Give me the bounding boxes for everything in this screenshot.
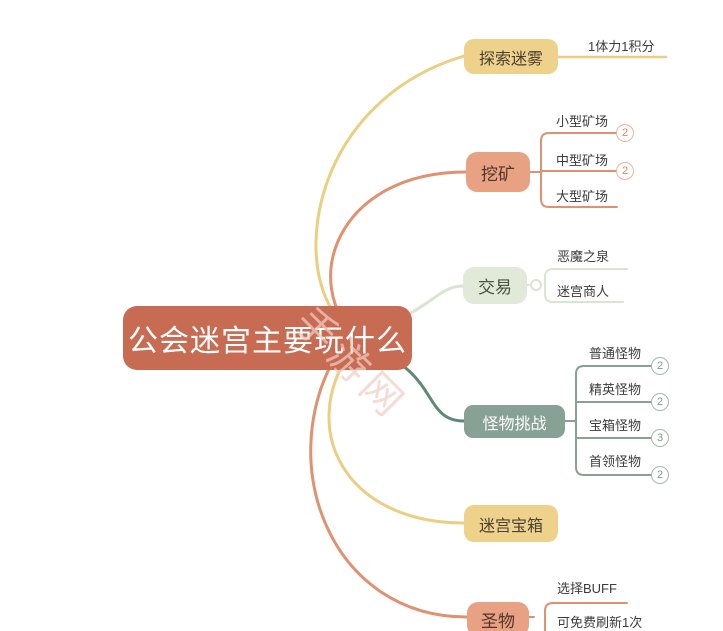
child-monster-1[interactable]: 精英怪物 [589,382,642,397]
branch-explore[interactable]: 探索迷雾 [464,39,558,74]
child-relic-1[interactable]: 可免费刷新1次 [557,615,643,630]
child-relic-0[interactable]: 选择BUFF [557,581,617,596]
child-mining-0[interactable]: 小型矿场 [556,114,609,129]
branch-trade[interactable]: 交易 [463,267,527,304]
child-trade-0[interactable]: 恶魔之泉 [557,249,610,264]
branch-relic[interactable]: 圣物 [467,602,529,631]
child-monster-0[interactable]: 普通怪物 [589,346,642,361]
count-badge-monster-1[interactable]: 2 [651,393,669,411]
count-badge-mining-1[interactable]: 2 [616,162,634,180]
branch-monster[interactable]: 怪物挑战 [464,405,565,438]
count-badge-monster-0[interactable]: 2 [651,357,669,375]
child-monster-3[interactable]: 首领怪物 [589,454,642,469]
count-badge-monster-2[interactable]: 3 [651,429,669,447]
relic-child-connector [528,602,628,631]
child-trade-1[interactable]: 迷宫商人 [557,284,610,299]
child-mining-2[interactable]: 大型矿场 [556,189,609,204]
branch-chest[interactable]: 迷宫宝箱 [464,505,558,542]
count-badge-monster-3[interactable]: 2 [651,466,669,484]
root-topic[interactable]: 公会迷宫主要玩什么 [123,306,412,370]
child-monster-2[interactable]: 宝箱怪物 [589,418,642,433]
monster-child-connector [564,365,652,476]
curve-relic [309,350,469,619]
child-explore-0[interactable]: 1体力1积分 [588,39,655,54]
mining-child-connector [529,132,618,208]
curve-chest [327,350,466,525]
child-mining-1[interactable]: 中型矿场 [556,153,609,168]
collapse-toggle-trade[interactable] [530,279,542,291]
trade-child-connector [526,268,628,303]
branch-mining[interactable]: 挖矿 [466,152,530,192]
count-badge-mining-0[interactable]: 2 [616,124,634,142]
